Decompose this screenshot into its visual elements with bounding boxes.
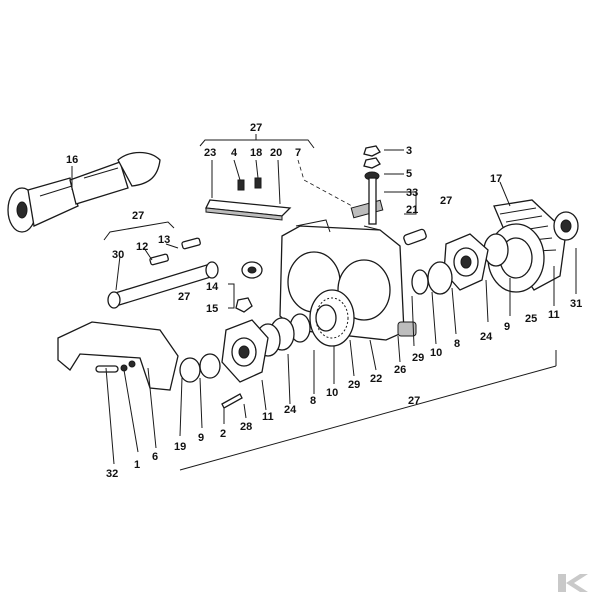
callout: 23: [204, 147, 216, 159]
callout: 31: [570, 298, 582, 310]
callout: 28: [240, 421, 252, 433]
callout: 3: [406, 145, 412, 157]
input-shaft: [103, 221, 219, 309]
callout: 20: [270, 147, 282, 159]
callout: 5: [406, 168, 412, 180]
left-bearing-group: [179, 313, 311, 383]
sleeve: [403, 228, 427, 246]
callout: 15: [206, 303, 218, 315]
spur-gear: [309, 289, 355, 347]
callout: 19: [174, 441, 186, 453]
callout: 27: [178, 291, 190, 303]
callout: 27: [132, 210, 144, 222]
callout: 10: [430, 347, 442, 359]
callout: 1: [134, 459, 140, 471]
callout: 29: [412, 352, 424, 364]
callout: 11: [548, 309, 560, 321]
callout: 10: [326, 387, 338, 399]
callout: 9: [198, 432, 204, 444]
callout: 27: [250, 122, 262, 134]
callout: 9: [504, 321, 510, 333]
callout: 12: [136, 241, 148, 253]
callout: 27: [408, 395, 420, 407]
cover-plate: [204, 159, 292, 221]
callout: 16: [66, 154, 78, 166]
callout: 2: [220, 428, 226, 440]
callout: 18: [250, 147, 262, 159]
callout: 4: [231, 147, 238, 159]
leader-lines: [71, 166, 577, 465]
callout: 25: [525, 313, 537, 325]
right-bearing-group: [411, 223, 545, 295]
callout: 21: [406, 204, 418, 216]
callout-labels: 27 16 23 4 18 20 7 3 5 33 27 21 17 27 13…: [66, 122, 582, 480]
callout: 27: [440, 195, 452, 207]
callout: 8: [310, 395, 316, 407]
callout: 6: [152, 451, 158, 463]
callout: 7: [295, 147, 301, 159]
callout: 11: [262, 411, 274, 423]
callout: 24: [480, 331, 493, 343]
callout: 30: [112, 249, 124, 261]
callout: 26: [394, 364, 406, 376]
callout: 22: [370, 373, 382, 385]
callout: 33: [406, 187, 418, 199]
callout: 8: [454, 338, 460, 350]
callout: 14: [206, 281, 219, 293]
callout: 17: [490, 173, 502, 185]
callout: 24: [284, 404, 297, 416]
bolt-28: [221, 393, 243, 409]
callout: 29: [348, 379, 360, 391]
bolt-stack: [363, 145, 417, 225]
nut-15: [235, 297, 253, 313]
pto-drive-shaft: [7, 151, 161, 233]
guard-plate: [57, 321, 179, 391]
callout: 13: [158, 234, 170, 246]
callout: 32: [106, 468, 118, 480]
brand-logo: [558, 574, 588, 592]
group-bracket-bottom: [179, 365, 557, 471]
